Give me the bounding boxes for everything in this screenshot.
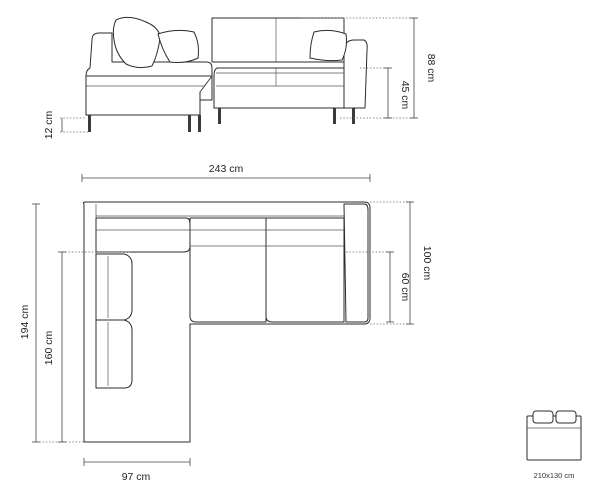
- dim-depth-label: 100 cm: [421, 246, 433, 281]
- chaise-step: [199, 75, 213, 93]
- dim-corner-depth-label: 194 cm: [19, 305, 31, 340]
- bed-icon: 210x130 cm: [526, 410, 582, 480]
- main-seat: [213, 67, 345, 109]
- leg-4: [218, 108, 221, 124]
- dim-chaise-length-label: 160 cm: [43, 331, 55, 366]
- chaise-front: [85, 75, 213, 116]
- seat-cushion-3: [265, 217, 345, 323]
- dim-leg-height-label: 12 cm: [43, 110, 55, 139]
- chaise-cushion-2: [95, 319, 133, 389]
- chaise-cushion-1: [95, 253, 133, 321]
- leg-1: [88, 115, 91, 132]
- seat-cushion-2: [189, 217, 267, 323]
- front-view: 88 cm 45 cm 12 cm: [43, 16, 437, 139]
- leg-6: [352, 108, 355, 124]
- right-armrest: [343, 39, 368, 109]
- leg-5: [333, 108, 336, 124]
- right-armrest-top: [343, 203, 369, 323]
- dim-total-height-label: 88 cm: [425, 54, 437, 83]
- top-view: 243 cm 194 cm 160 cm: [19, 163, 433, 483]
- seat-cushion-1: [95, 217, 191, 253]
- bed-size-label: 210x130 cm: [534, 471, 575, 480]
- leg-2: [188, 115, 191, 132]
- left-pillow-2: [157, 29, 199, 63]
- dim-seat-depth-label: 60 cm: [399, 273, 411, 302]
- dim-seat-height-label: 45 cm: [399, 81, 411, 110]
- leg-3: [198, 115, 201, 132]
- dim-chaise-width-label: 97 cm: [122, 471, 151, 483]
- dim-total-width-label: 243 cm: [209, 163, 244, 175]
- right-pillow: [309, 29, 347, 62]
- left-pillow-1: [112, 16, 161, 69]
